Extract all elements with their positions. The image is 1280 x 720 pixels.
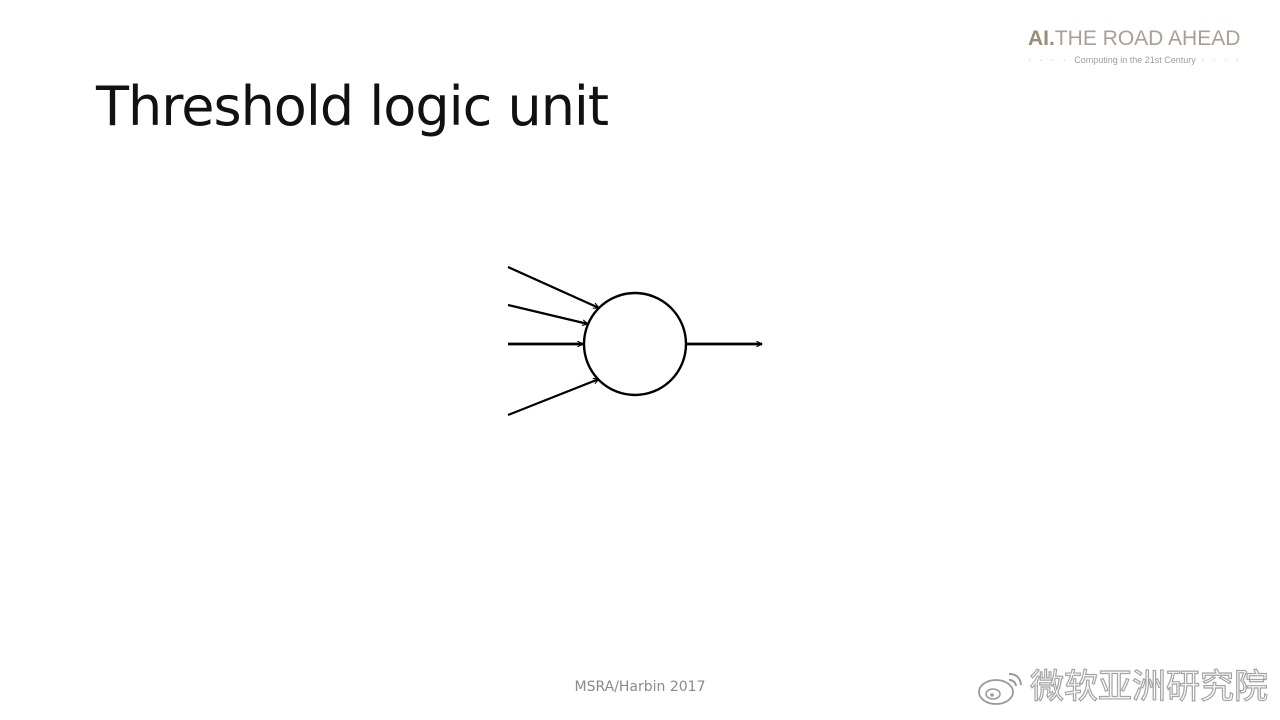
logo-dots-left: · · · ·	[1028, 55, 1075, 65]
logo-title: AI.THE ROAD AHEAD	[1028, 26, 1240, 52]
slide-footer: MSRA/Harbin 2017	[574, 679, 706, 695]
watermark-text: 微软亚洲研究院	[1029, 666, 1268, 707]
weibo-icon	[978, 673, 1022, 705]
logo-subtitle-row: · · · · Computing in the 21st Century · …	[1022, 54, 1248, 66]
logo-ai-mark: AI.	[1028, 27, 1055, 50]
input-arrow-2	[507, 303, 588, 324]
conference-logo: AI.THE ROAD AHEAD · · · · Computing in t…	[1022, 26, 1248, 70]
slide-title: Threshold logic unit	[96, 75, 609, 138]
logo-dots-right: · · · ·	[1195, 55, 1242, 65]
logo-subtitle: Computing in the 21st Century	[1074, 55, 1196, 65]
neuron-node	[582, 291, 688, 397]
threshold-logic-unit-diagram	[507, 265, 772, 417]
input-arrow-1	[507, 265, 599, 310]
weibo-watermark: 微软亚洲研究院	[976, 664, 1272, 710]
input-arrow-4	[507, 379, 599, 417]
logo-title-text: THE ROAD AHEAD	[1054, 27, 1241, 50]
